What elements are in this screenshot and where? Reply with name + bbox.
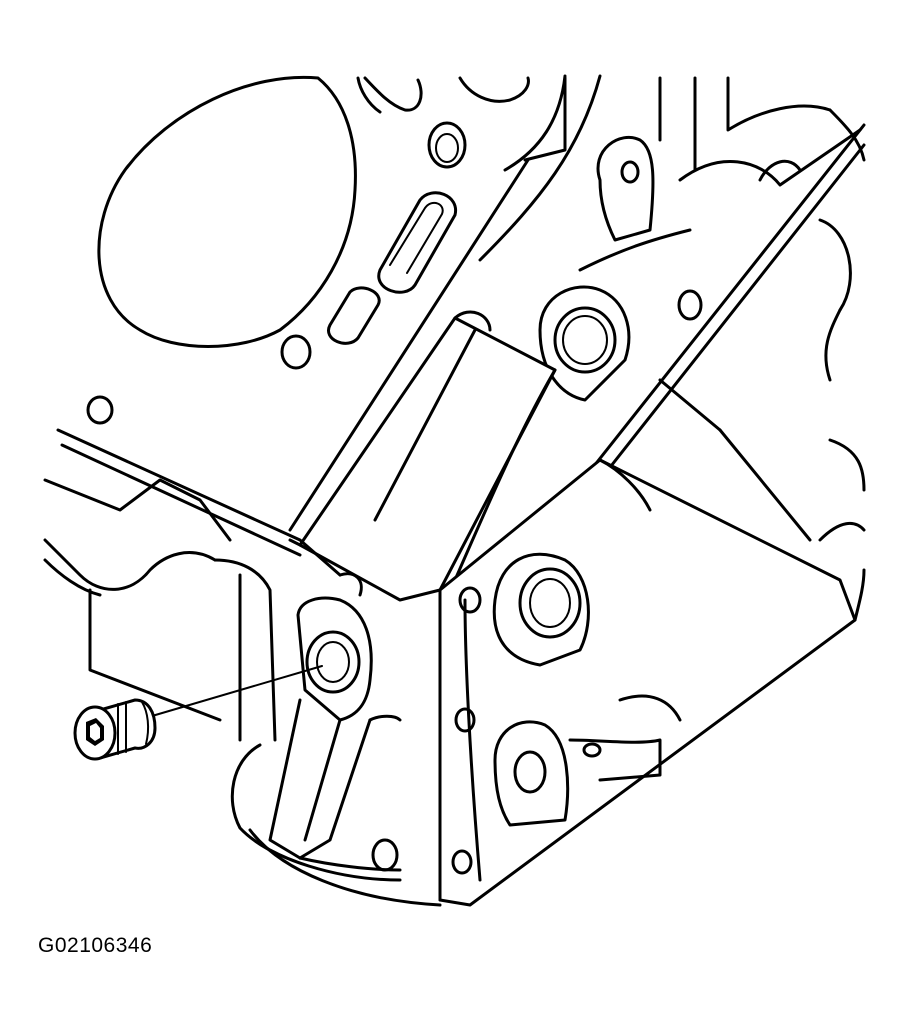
deck-holes (86, 121, 467, 425)
lower-bolt-boss (492, 552, 590, 667)
block-main-edges (288, 76, 866, 532)
upper-rib-boss (578, 128, 862, 382)
bearing-cap-flange (438, 458, 857, 907)
block-right-lower (658, 378, 866, 622)
leader-line (151, 665, 323, 717)
block-deck-surface (356, 74, 602, 262)
upper-bolt-boss (538, 285, 631, 402)
bearing-cap-front (288, 310, 557, 602)
oil-pump-base (230, 714, 442, 907)
cylinder-bore (97, 75, 357, 348)
hex-socket-plug (73, 698, 157, 761)
figure-id-label: G02106346 (38, 934, 153, 957)
bracket-housing (268, 596, 373, 860)
oil-pan-rail (43, 428, 363, 742)
lower-mount-boss (493, 694, 682, 827)
